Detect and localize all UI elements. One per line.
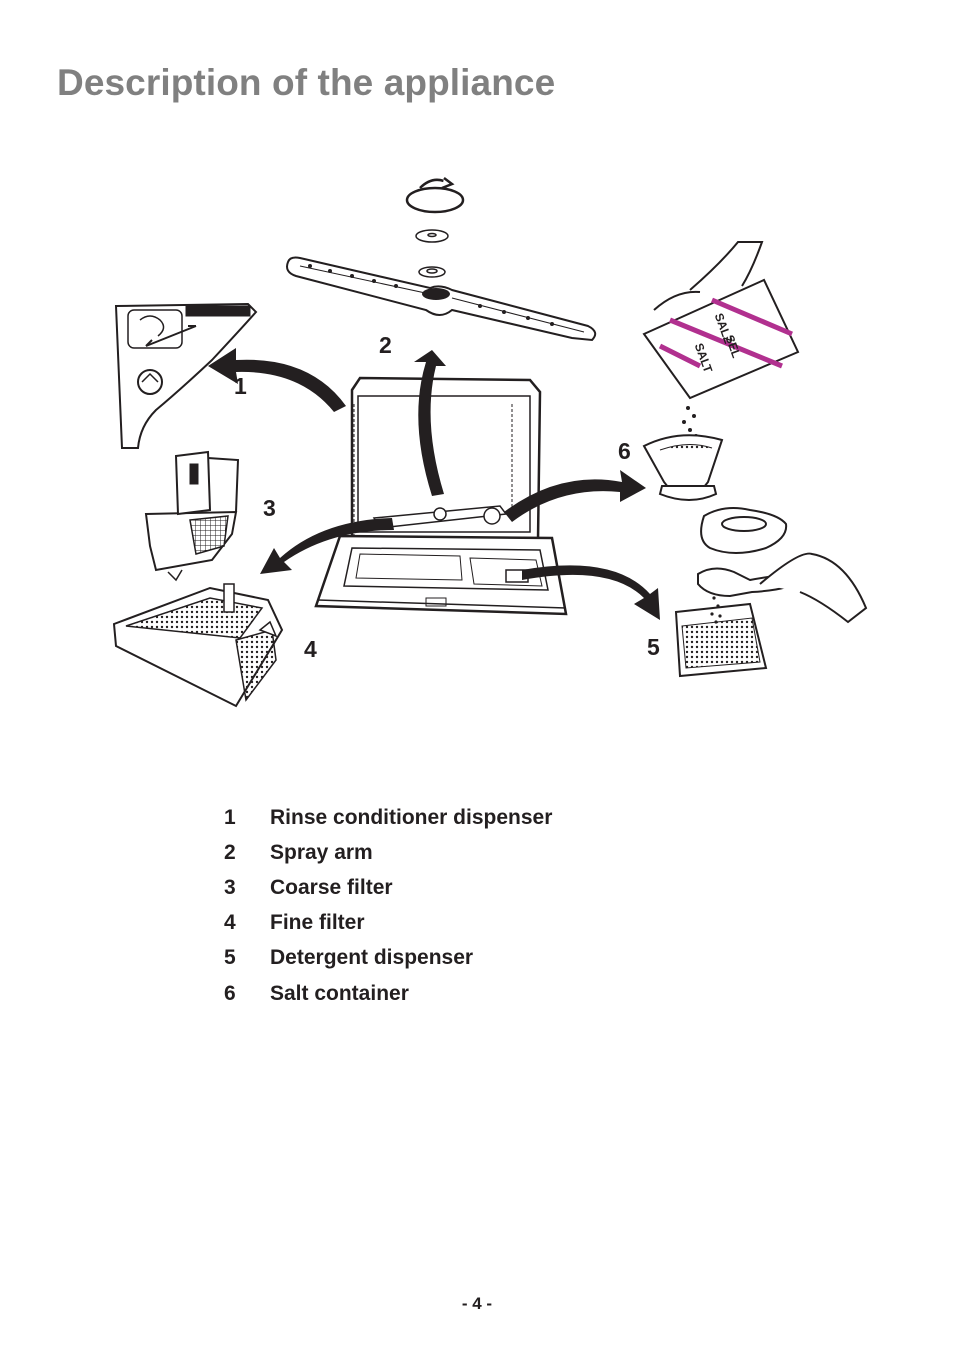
callout-1: 1 [234,373,247,399]
legend-number: 2 [224,840,236,864]
legend-item: 4 Fine filter [224,906,552,941]
appliance-illustration: SALZ SEL SALT [112,177,868,708]
detergent-dispenser-illustration [674,552,868,678]
legend-item: 5 Detergent dispenser [224,941,552,976]
callout-labels: 1 2 3 4 5 6 [234,332,660,662]
callout-2: 2 [379,332,392,358]
fine-filter-illustration [112,583,284,708]
legend-number: 4 [224,911,236,935]
legend-label: Spray arm [270,840,373,864]
callout-3: 3 [263,495,276,521]
legend-item: 1 Rinse conditioner dispenser [224,800,552,835]
legend-label: Salt container [270,981,409,1005]
spray-arm-washers [415,229,449,278]
callout-4: 4 [304,636,317,662]
legend-number: 6 [224,981,236,1005]
legend-number: 1 [224,805,236,829]
page-title: Description of the appliance [57,62,556,103]
callout-6: 6 [618,438,631,464]
rotate-icon [405,177,465,214]
salt-packet-illustration: SALZ SEL SALT [642,241,800,554]
spray-arm-illustration [286,256,597,342]
appliance-diagram: SALZ SEL SALT [0,160,954,720]
dishwasher-illustration [314,376,568,616]
page-number: - 4 - [461,1294,493,1313]
legend-item: 2 Spray arm [224,835,552,870]
legend-label: Rinse conditioner dispenser [270,805,553,829]
legend-number: 3 [224,875,236,899]
callout-arrows [208,348,660,620]
coarse-filter-illustration [144,450,240,582]
rinse-conditioner-illustration [114,302,258,449]
legend-label: Detergent dispenser [270,946,474,970]
legend-item: 6 Salt container [224,976,552,1011]
legend-number: 5 [224,946,236,970]
callout-5: 5 [647,634,660,660]
legend-item: 3 Coarse filter [224,870,552,905]
legend-label: Coarse filter [270,875,393,899]
legend-label: Fine filter [270,911,365,935]
